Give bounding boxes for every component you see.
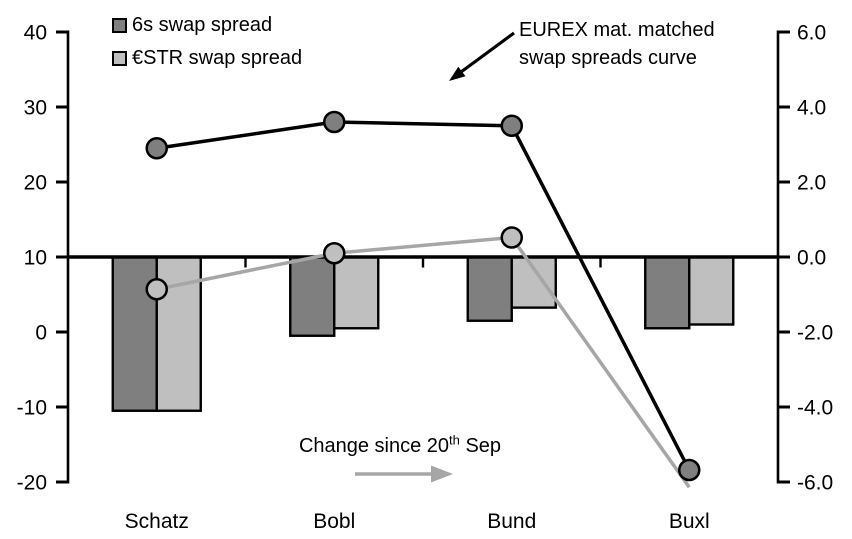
y-right-tick-label: -4.0 bbox=[797, 397, 833, 420]
y-right-tick-label: 2.0 bbox=[797, 172, 826, 195]
legend-swatch-6s-icon bbox=[112, 18, 127, 33]
bar-6s-change-bobl bbox=[289, 255, 336, 337]
marker-6s-curve-bobl bbox=[323, 110, 346, 134]
y-left-tick-label: 20 bbox=[24, 172, 47, 195]
marker-6s-curve-schatz bbox=[145, 137, 168, 160]
curve-annotation-arrowhead-icon bbox=[449, 66, 466, 81]
x-category-label-schatz: Schatz bbox=[125, 510, 189, 533]
x-category-label-bobl: Bobl bbox=[313, 510, 355, 533]
legend: 6s swap spread €STR swap spread bbox=[112, 9, 302, 75]
x-category-label-buxl: Buxl bbox=[669, 510, 710, 533]
bar-estr-change-buxl bbox=[688, 255, 735, 326]
curve-annotation: EUREX mat. matched swap spreads curve bbox=[519, 16, 715, 72]
y-left-tick-label: 30 bbox=[24, 97, 47, 120]
y-left-tick-label: -10 bbox=[17, 397, 47, 420]
curve-annotation-arrow-icon bbox=[460, 31, 515, 74]
y-left-tick-label: 0 bbox=[35, 322, 47, 345]
y-left-tick-label: 40 bbox=[24, 22, 47, 45]
y-left-tick-label: -20 bbox=[17, 472, 47, 495]
curve-annotation-line2: swap spreads curve bbox=[519, 47, 697, 69]
bar-6s-change-bund bbox=[466, 255, 513, 322]
legend-swatch-estr-icon bbox=[112, 51, 127, 66]
legend-item-6s: 6s swap spread bbox=[112, 9, 302, 42]
line-estr-curve bbox=[156, 235, 691, 489]
legend-label-6s: 6s swap spread bbox=[132, 14, 273, 36]
y-right-tick-label: -2.0 bbox=[797, 322, 833, 345]
x-category-label-bund: Bund bbox=[487, 510, 536, 533]
marker-6s-curve-buxl bbox=[678, 458, 701, 482]
marker-6s-curve-bund bbox=[500, 114, 523, 137]
y-left-tick-label: 10 bbox=[24, 247, 47, 270]
y-right-tick-label: 6.0 bbox=[797, 22, 826, 45]
change-annotation-text: Change since 20 bbox=[298, 435, 450, 457]
y-right-tick-label: -6.0 bbox=[797, 472, 833, 495]
marker-estr-curve-bobl bbox=[323, 242, 346, 265]
curve-annotation-line1: EUREX mat. matched bbox=[519, 19, 715, 41]
change-annotation-sup: th bbox=[449, 432, 460, 448]
change-annotation-suffix: Sep bbox=[459, 435, 502, 457]
bar-estr-change-bobl bbox=[333, 255, 380, 330]
change-annotation-arrowhead-icon bbox=[431, 465, 453, 483]
change-annotation: Change since 20th Sep bbox=[280, 432, 520, 458]
y-right-tick-label: 0.0 bbox=[797, 247, 826, 270]
legend-label-estr: €STR swap spread bbox=[132, 47, 303, 69]
bar-6s-change-buxl bbox=[644, 255, 691, 330]
marker-estr-curve-bund bbox=[500, 226, 523, 249]
line-6s-curve bbox=[156, 120, 691, 471]
y-right-tick-label: 4.0 bbox=[797, 97, 826, 120]
bar-estr-change-bund bbox=[510, 255, 557, 309]
marker-estr-curve-schatz bbox=[145, 278, 168, 301]
bar-6s-change-schatz bbox=[111, 255, 158, 412]
legend-item-estr: €STR swap spread bbox=[112, 42, 302, 75]
